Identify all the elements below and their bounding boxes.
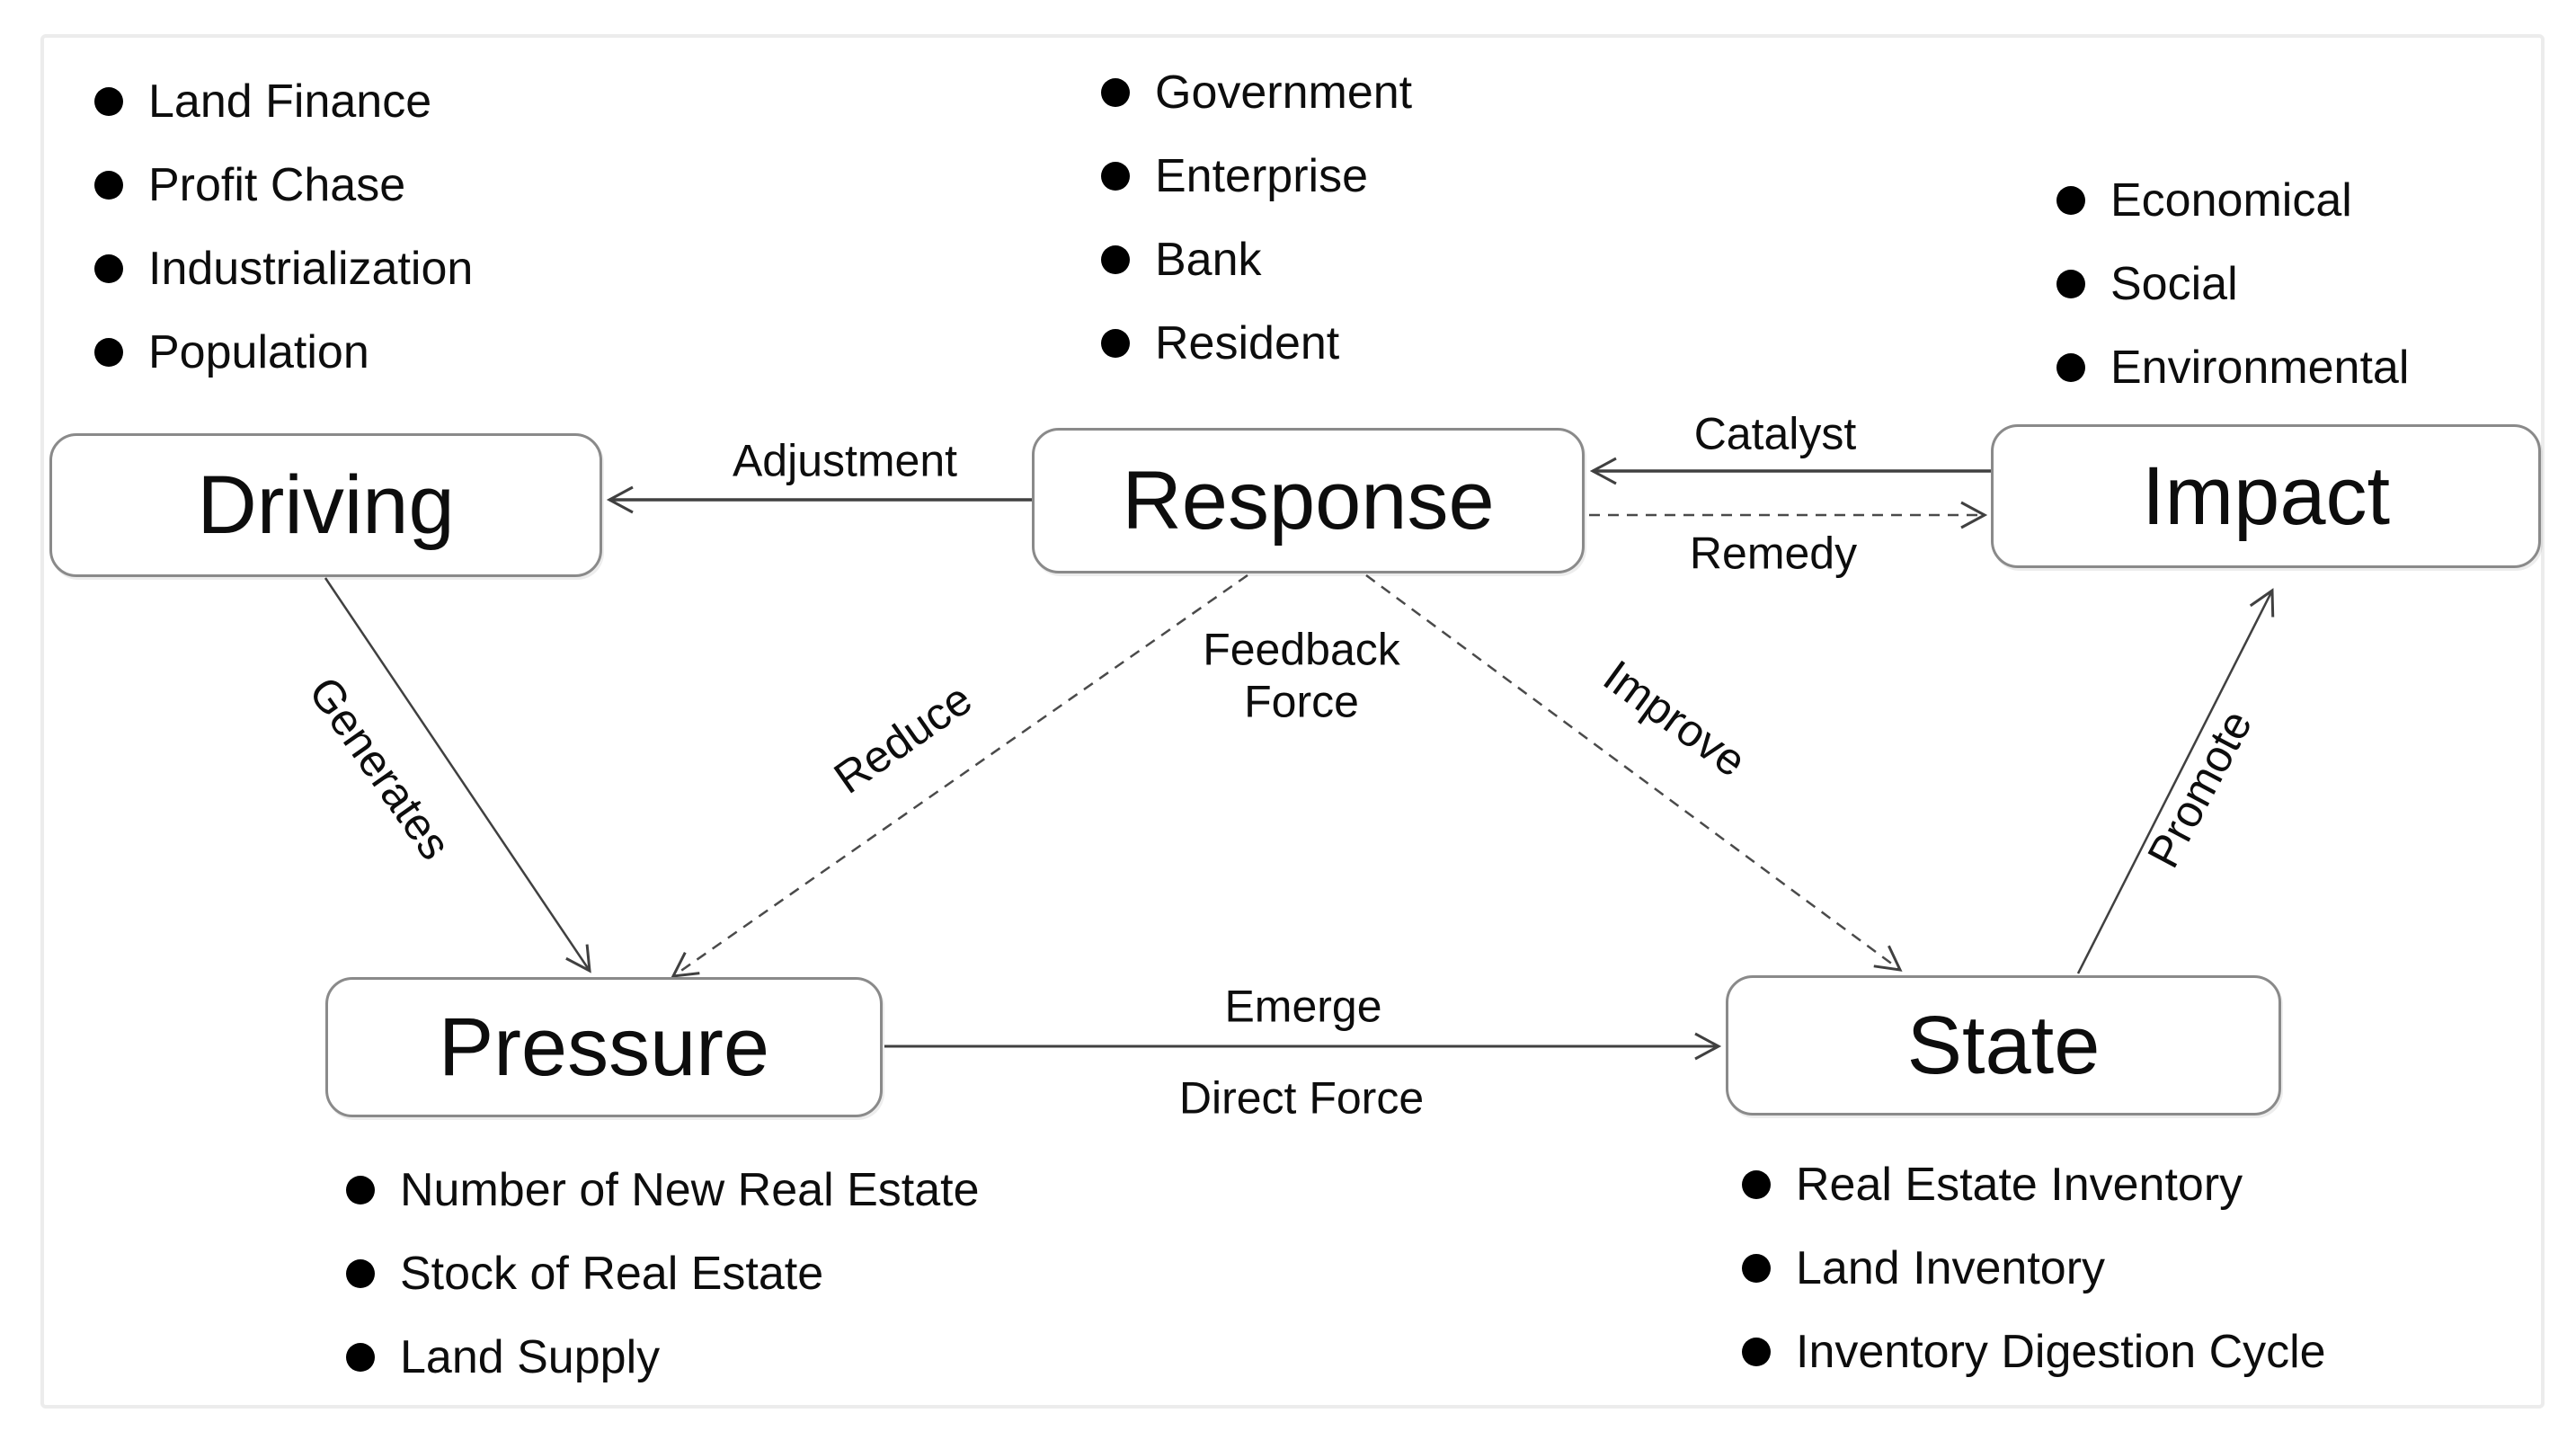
node-response-label: Response <box>1122 455 1495 547</box>
bullet-icon <box>94 337 123 367</box>
list-item-label: Economical <box>2110 173 2352 227</box>
bullet-icon <box>2056 185 2085 215</box>
list-item-label: Bank <box>1155 233 1262 286</box>
list-item: Enterprise <box>1101 134 1412 218</box>
bullet-icon <box>1742 1337 1771 1366</box>
list-item: Environmental <box>2056 325 2409 409</box>
edge-direct-force-label: Direct Force <box>1178 1072 1425 1124</box>
bullet-icon <box>2056 269 2085 298</box>
bullet-icon <box>2056 352 2085 382</box>
list-item: Industrialization <box>94 227 473 310</box>
list-item: Inventory Digestion Cycle <box>1742 1310 2326 1393</box>
impact-dimensions-list: Economical Social Environmental <box>2056 158 2409 409</box>
list-item-label: Real Estate Inventory <box>1796 1158 2243 1211</box>
node-state-label: State <box>1906 1000 2101 1091</box>
list-item-label: Resident <box>1155 316 1340 369</box>
list-item-label: Land Supply <box>400 1330 661 1383</box>
edge-generates-line <box>324 577 591 973</box>
list-item-label: Inventory Digestion Cycle <box>1796 1325 2326 1378</box>
bullet-icon <box>346 1175 375 1204</box>
list-item: Government <box>1101 50 1412 134</box>
driving-factors-list: Land Finance Profit Chase Industrializat… <box>94 59 473 394</box>
node-impact: Impact <box>1991 424 2541 568</box>
node-driving: Driving <box>49 433 602 577</box>
edge-feedback-force-line1: Feedback <box>1203 624 1400 675</box>
list-item: Profit Chase <box>94 143 473 227</box>
edge-emerge-label: Emerge <box>1224 981 1382 1032</box>
list-item-label: Number of New Real Estate <box>400 1163 980 1216</box>
list-item: Bank <box>1101 218 1412 301</box>
edge-catalyst-label: Catalyst <box>1693 408 1857 459</box>
list-item: Number of New Real Estate <box>346 1148 980 1231</box>
bullet-icon <box>94 86 123 116</box>
edge-reduce-line <box>671 573 1248 978</box>
bullet-icon <box>346 1342 375 1372</box>
list-item-label: Social <box>2110 257 2238 310</box>
list-item-label: Government <box>1155 66 1413 119</box>
node-pressure: Pressure <box>325 977 883 1117</box>
response-actors-list: Government Enterprise Bank Resident <box>1101 50 1412 385</box>
bullet-icon <box>1101 244 1130 274</box>
list-item: Stock of Real Estate <box>346 1231 980 1315</box>
list-item: Economical <box>2056 158 2409 242</box>
bullet-icon <box>1101 328 1130 358</box>
pressure-indicators-list: Number of New Real Estate Stock of Real … <box>346 1148 980 1399</box>
node-impact-label: Impact <box>2141 450 2391 542</box>
list-item: Land Supply <box>346 1315 980 1399</box>
list-item: Social <box>2056 242 2409 325</box>
list-item: Real Estate Inventory <box>1742 1142 2326 1226</box>
list-item: Resident <box>1101 301 1412 385</box>
node-driving-label: Driving <box>197 459 455 551</box>
list-item-label: Industrialization <box>148 242 474 295</box>
edge-remedy-label: Remedy <box>1689 528 1858 579</box>
edge-feedback-force-label: Feedback Force <box>1203 625 1400 728</box>
edge-improve-line <box>1365 573 1903 972</box>
node-response: Response <box>1032 428 1585 573</box>
list-item-label: Land Inventory <box>1796 1241 2106 1294</box>
list-item-label: Enterprise <box>1155 149 1368 202</box>
list-item: Land Inventory <box>1742 1226 2326 1310</box>
list-item-label: Land Finance <box>148 75 432 128</box>
list-item: Population <box>94 310 473 394</box>
node-state: State <box>1726 975 2281 1116</box>
bullet-icon <box>1101 77 1130 107</box>
state-indicators-list: Real Estate Inventory Land Inventory Inv… <box>1742 1142 2326 1393</box>
edge-adjustment-label: Adjustment <box>732 435 958 486</box>
list-item-label: Environmental <box>2110 341 2410 394</box>
bullet-icon <box>94 253 123 283</box>
diagram-frame <box>40 34 2545 1409</box>
bullet-icon <box>1742 1253 1771 1283</box>
edge-promote-line <box>2076 588 2275 974</box>
bullet-icon <box>94 170 123 200</box>
list-item-label: Population <box>148 325 369 378</box>
list-item-label: Profit Chase <box>148 158 406 211</box>
bullet-icon <box>346 1258 375 1288</box>
node-pressure-label: Pressure <box>438 1001 770 1093</box>
list-item: Land Finance <box>94 59 473 143</box>
bullet-icon <box>1742 1169 1771 1199</box>
bullet-icon <box>1101 161 1130 191</box>
edge-feedback-force-line2: Force <box>1244 676 1359 726</box>
list-item-label: Stock of Real Estate <box>400 1247 824 1300</box>
